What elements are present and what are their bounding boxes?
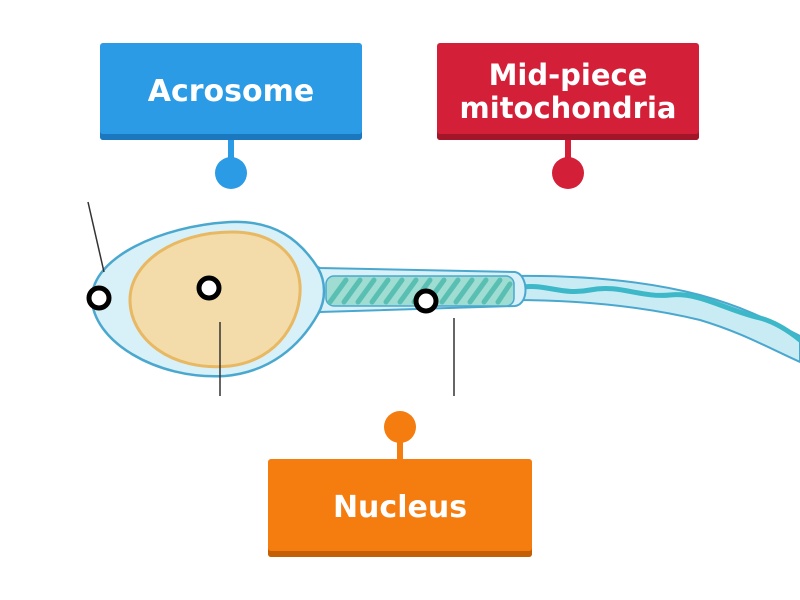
drop-target-nucleus[interactable] xyxy=(196,275,222,301)
label-midpiece-mitochondria[interactable]: Mid-piece mitochondria xyxy=(437,43,699,140)
nucleus xyxy=(128,230,302,369)
leader-line-acrosome xyxy=(87,201,105,273)
leader-lines xyxy=(87,201,455,396)
pin-head-nucleus xyxy=(384,411,416,443)
drop-target-midpiece[interactable] xyxy=(413,288,439,314)
label-midpiece-text: Mid-piece mitochondria xyxy=(459,57,677,125)
label-pins xyxy=(215,140,584,459)
label-nucleus-text: Nucleus xyxy=(332,490,468,525)
head xyxy=(90,220,326,378)
drop-targets xyxy=(86,275,439,314)
drop-target-acrosome[interactable] xyxy=(86,285,112,311)
midpiece xyxy=(299,264,527,320)
tail-outline xyxy=(511,274,800,364)
tail xyxy=(511,274,800,364)
pin-head-midpiece xyxy=(552,157,584,189)
tail-filament xyxy=(512,283,800,343)
label-nucleus[interactable]: Nucleus xyxy=(268,459,532,557)
pin-head-acrosome xyxy=(215,157,247,189)
label-acrosome[interactable]: Acrosome xyxy=(100,43,362,140)
label-acrosome-text: Acrosome xyxy=(147,73,315,109)
